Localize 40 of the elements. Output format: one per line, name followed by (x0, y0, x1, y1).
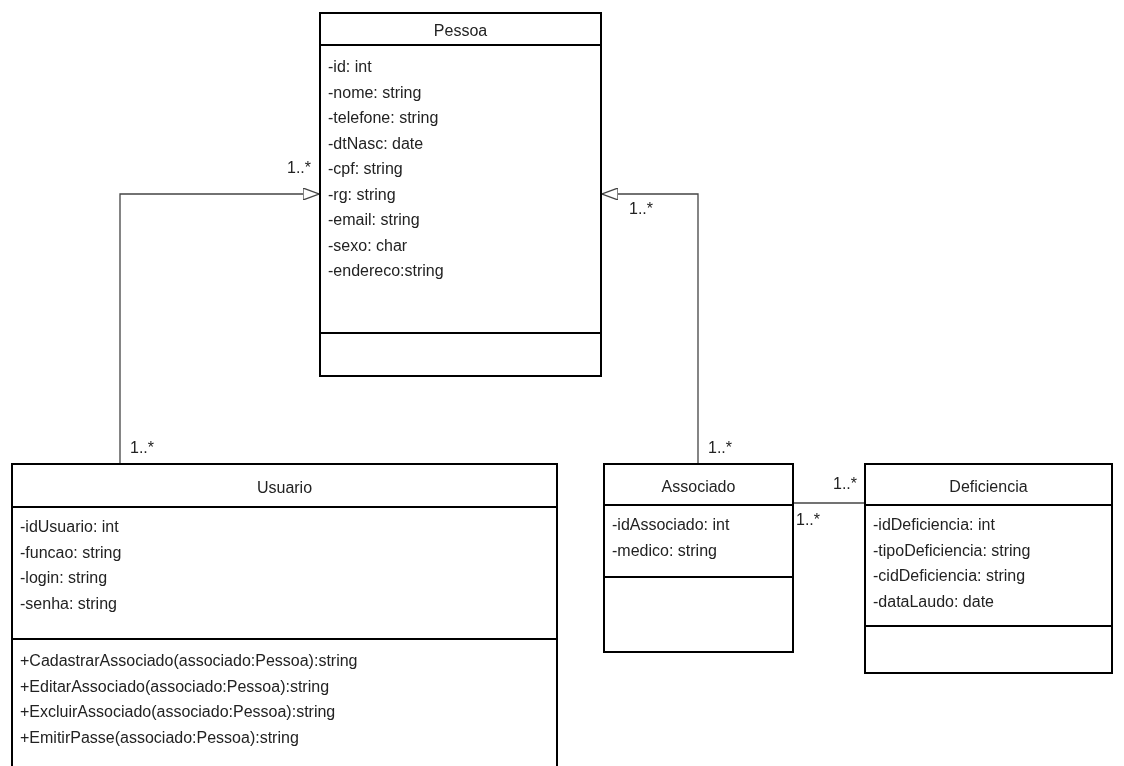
member-text: -login: string (20, 568, 108, 588)
class-box (11, 463, 558, 766)
member-text: -endereco:string (328, 261, 444, 281)
member-text: -rg: string (328, 184, 396, 205)
class-name: Deficiencia (948, 477, 1029, 496)
multiplicity-label: 1..* (833, 476, 857, 492)
multiplicity-label: 1..* (796, 512, 820, 528)
class-box (319, 12, 602, 377)
member-text: -telefone: string (328, 108, 439, 128)
member-text: -nome: string (328, 82, 422, 103)
multiplicity-label: 1..* (130, 440, 154, 456)
class-box (864, 463, 1113, 674)
class-box (603, 463, 794, 653)
multiplicity-label: 1..* (708, 440, 732, 456)
member-text: -sexo: char (328, 235, 408, 256)
member-text: -idUsuario: int (20, 517, 119, 537)
member-text: -cpf: string (328, 159, 403, 179)
member-text: -medico: string (612, 540, 717, 561)
generalization-arrow (601, 187, 699, 464)
member-text: -tipoDeficiencia: string (873, 540, 1031, 561)
member-text: +ExcluirAssociado(associado:Pessoa):string (20, 702, 336, 722)
member-text: -dtNasc: date (328, 133, 424, 154)
member-text: -senha: string (20, 593, 117, 614)
class-name: Pessoa (432, 22, 489, 40)
member-text: -id: int (328, 57, 372, 77)
multiplicity-label: 1..* (629, 201, 653, 217)
member-text: +CadastrarAssociado(associado:Pessoa):string (20, 651, 358, 671)
member-text: +EditarAssociado(associado:Pessoa):string (20, 676, 330, 697)
member-text: -cidDeficiencia: string (873, 566, 1026, 586)
member-text: -idDeficiencia: int (873, 515, 995, 535)
generalization-arrow (119, 187, 320, 464)
class-name: Associado (660, 477, 737, 496)
multiplicity-label: 1..* (287, 160, 311, 176)
member-text: -idAssociado: int (612, 515, 730, 535)
member-text: -dataLaudo: date (873, 591, 994, 612)
member-text: -funcao: string (20, 542, 122, 563)
class-name: Usuario (255, 478, 314, 497)
member-text: +EmitirPasse(associado:Pessoa):string (20, 727, 299, 748)
association-line (793, 502, 865, 504)
member-text: -email: string (328, 210, 420, 230)
